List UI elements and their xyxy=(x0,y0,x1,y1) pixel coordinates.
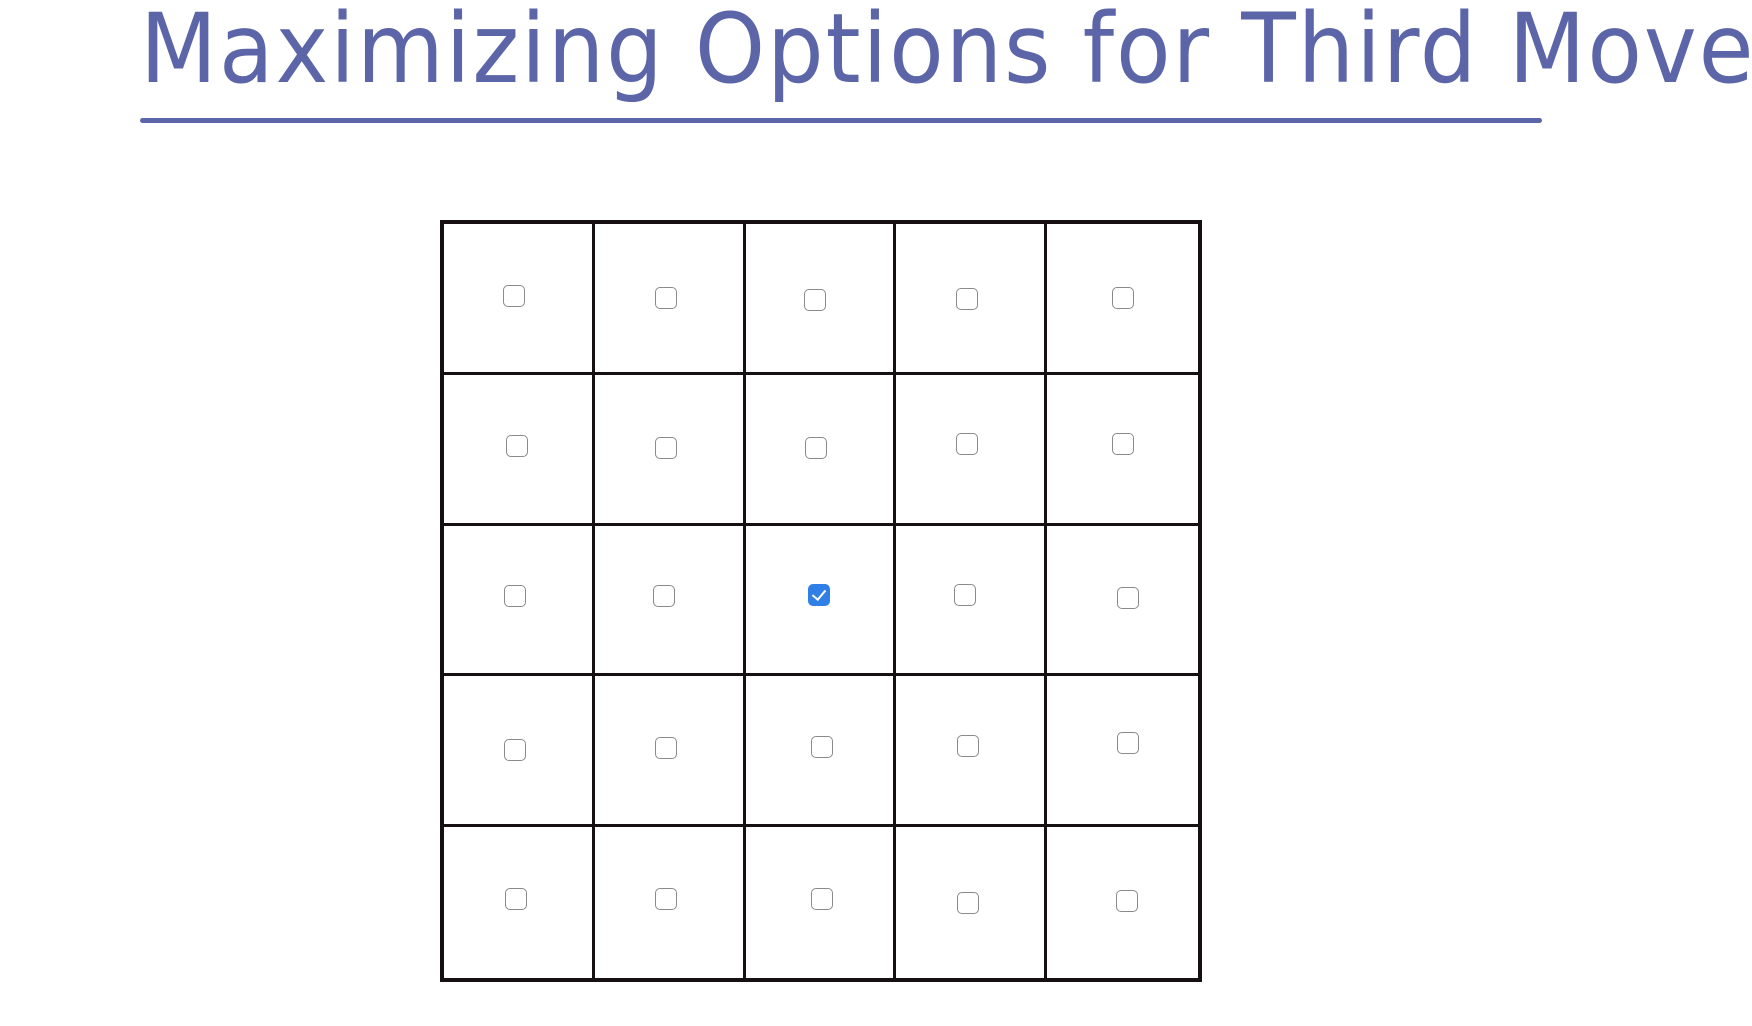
board-cell-r4-c2 xyxy=(594,676,746,828)
board-cell-r2-c3 xyxy=(745,374,897,526)
cell-checkbox-r4-c3[interactable] xyxy=(811,736,834,759)
cell-checkbox-r5-c1[interactable] xyxy=(504,887,527,910)
cell-checkbox-r5-c4[interactable] xyxy=(957,891,980,914)
board-cell-r1-c2 xyxy=(594,224,746,375)
board-cell-r1-c4 xyxy=(896,224,1048,375)
board-cell-r2-c4 xyxy=(896,374,1048,526)
cell-checkbox-r2-c1[interactable] xyxy=(505,434,528,457)
board-cell-r5-c3 xyxy=(746,827,897,978)
cell-checkbox-r1-c1[interactable] xyxy=(502,284,525,307)
game-board xyxy=(440,220,1202,982)
board-cell-r5-c2 xyxy=(595,827,746,978)
board-cell-r4-c1 xyxy=(444,676,595,828)
cell-checkbox-r3-c4[interactable] xyxy=(954,584,977,607)
cell-checkbox-r4-c5[interactable] xyxy=(1116,732,1139,755)
cell-checkbox-r3-c3[interactable] xyxy=(808,584,831,607)
cell-checkbox-r1-c5[interactable] xyxy=(1111,286,1134,309)
cell-checkbox-r3-c5[interactable] xyxy=(1116,587,1139,610)
cell-checkbox-r4-c2[interactable] xyxy=(654,737,677,760)
cell-checkbox-r5-c5[interactable] xyxy=(1115,889,1138,912)
cell-checkbox-r1-c2[interactable] xyxy=(654,286,677,309)
board-cell-r1-c3 xyxy=(745,224,897,375)
cell-checkbox-r2-c4[interactable] xyxy=(956,432,979,455)
board-cell-r3-c2 xyxy=(594,525,746,677)
board-cell-r5-c1 xyxy=(444,827,595,978)
board-cell-r3-c3 xyxy=(745,525,897,677)
board-cell-r2-c1 xyxy=(444,374,595,526)
board-cell-r2-c2 xyxy=(594,374,746,526)
checkmark-icon xyxy=(812,586,827,602)
cell-checkbox-r5-c2[interactable] xyxy=(654,887,677,910)
cell-checkbox-r2-c3[interactable] xyxy=(805,436,828,459)
board-cell-r3-c1 xyxy=(444,525,595,677)
board-cell-r3-c4 xyxy=(896,525,1048,677)
cell-checkbox-r4-c1[interactable] xyxy=(503,739,526,762)
cell-checkbox-r1-c4[interactable] xyxy=(956,287,979,310)
board-cell-r5-c5 xyxy=(1047,827,1198,978)
board-cell-r4-c5 xyxy=(1047,676,1198,828)
cell-checkbox-r3-c1[interactable] xyxy=(503,585,526,608)
cell-checkbox-r1-c3[interactable] xyxy=(804,288,827,311)
board-cell-r4-c3 xyxy=(745,676,897,828)
cell-checkbox-r3-c2[interactable] xyxy=(652,585,675,608)
cell-checkbox-r2-c2[interactable] xyxy=(654,436,677,459)
cell-checkbox-r2-c5[interactable] xyxy=(1111,432,1134,455)
board-cell-r5-c4 xyxy=(896,827,1048,978)
board-cell-r2-c5 xyxy=(1047,375,1198,526)
board-cell-r4-c4 xyxy=(896,676,1048,828)
board-cell-r1-c1 xyxy=(444,224,595,375)
cell-checkbox-r4-c4[interactable] xyxy=(957,735,980,758)
board-cell-r3-c5 xyxy=(1047,526,1198,677)
title-underline xyxy=(140,118,1542,123)
board-cell-r1-c5 xyxy=(1047,224,1198,375)
cell-checkbox-r5-c3[interactable] xyxy=(811,887,834,910)
page-title: Maximizing Options for Third Move xyxy=(140,0,1752,105)
